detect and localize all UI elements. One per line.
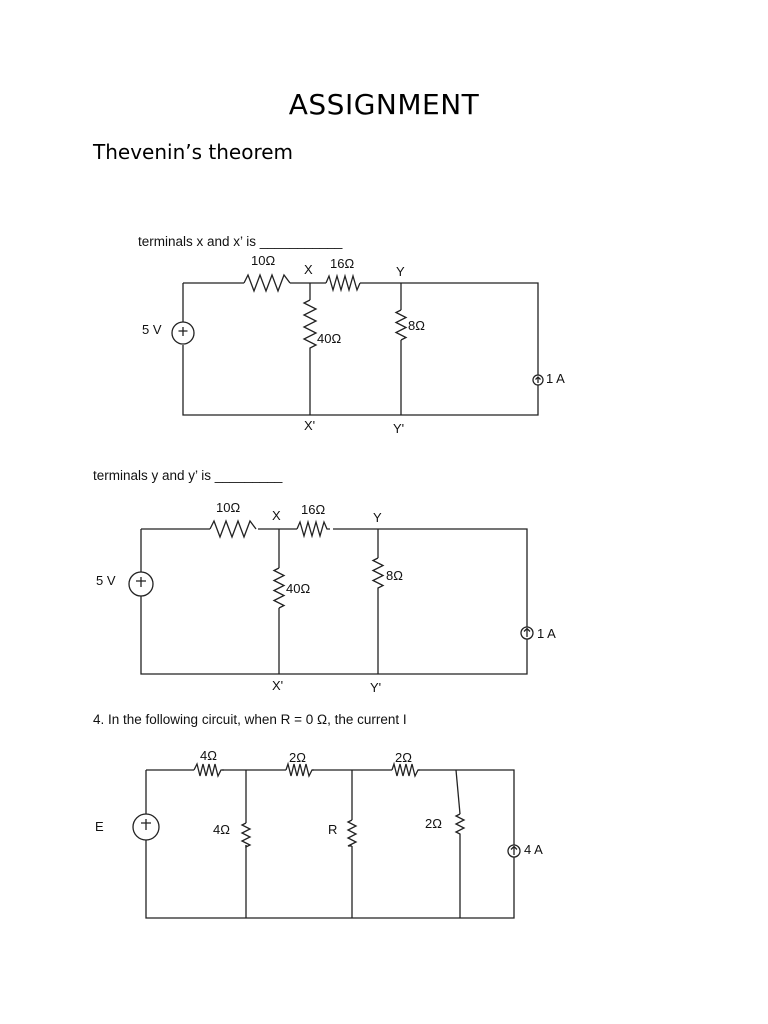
- circuit-1-question: terminals x and x’ is ___________: [138, 234, 343, 249]
- r-top-label: 16Ω: [301, 502, 325, 517]
- resistor-8-ohm: [394, 309, 408, 341]
- current-source: [532, 374, 544, 386]
- r-left-label: 10Ω: [251, 253, 275, 268]
- resistor-40-ohm: [272, 567, 286, 609]
- current-source-label: 4 A: [524, 842, 543, 857]
- node-y-prime-label: Y': [393, 421, 404, 436]
- node-x-label: X: [304, 262, 313, 277]
- r-left-label: 10Ω: [216, 500, 240, 515]
- r-shunt1-label: 4Ω: [213, 822, 230, 837]
- node-y-label: Y: [373, 510, 382, 525]
- resistor-top-3: [391, 761, 420, 778]
- r-top-label: 16Ω: [330, 256, 354, 271]
- node-x-prime-label: X': [272, 678, 283, 693]
- r-shunt3-label: 2Ω: [425, 816, 442, 831]
- circuit-1-wires: [182, 282, 539, 416]
- resistor-shunt-1: [240, 822, 252, 849]
- resistor-16-ohm: [325, 273, 361, 293]
- circuit-1-diagram: terminals x and x’ is ___________ 5 V 10…: [138, 234, 565, 436]
- node-y-prime-label: Y': [370, 680, 381, 695]
- r-right-label: 8Ω: [386, 568, 403, 583]
- circuit-3-diagram: 4. In the following circuit, when R = 0 …: [93, 712, 543, 919]
- resistor-40-ohm: [302, 299, 318, 350]
- circuit-2-diagram: terminals y and y’ is _________ 5 V 10Ω …: [93, 468, 556, 695]
- circuit-2-question: terminals y and y’ is _________: [93, 468, 283, 483]
- source-e-label: E: [95, 819, 104, 834]
- source-voltage-label: 5 V: [96, 573, 116, 588]
- current-source-label: 1 A: [546, 371, 565, 386]
- r-mid-label: 40Ω: [317, 331, 341, 346]
- resistor-8-ohm: [371, 557, 385, 590]
- r-right-label: 8Ω: [408, 318, 425, 333]
- section-subtitle: Thevenin’s theorem: [93, 140, 294, 164]
- resistor-shunt-3: [454, 813, 466, 836]
- resistor-10-ohm: [209, 519, 257, 539]
- page-title: ASSIGNMENT: [288, 88, 480, 121]
- resistor-shunt-r: [346, 819, 358, 847]
- voltage-source: [128, 571, 154, 597]
- circuit-3-wires: [145, 769, 515, 919]
- resistor-16-ohm: [296, 519, 330, 539]
- circuit-2-wires: [140, 528, 528, 675]
- resistor-10-ohm: [243, 273, 291, 293]
- current-source: [507, 844, 521, 858]
- voltage-source: [132, 813, 160, 841]
- circuit-3-question: 4. In the following circuit, when R = 0 …: [93, 712, 407, 727]
- r-shunt-r-label: R: [328, 822, 337, 837]
- current-source-label: 1 A: [537, 626, 556, 641]
- r-top1-label: 4Ω: [200, 748, 217, 763]
- node-x-prime-label: X': [304, 418, 315, 433]
- source-voltage-label: 5 V: [142, 322, 162, 337]
- r-top2-label: 2Ω: [289, 750, 306, 765]
- current-source: [520, 626, 534, 640]
- node-y-label: Y: [396, 264, 405, 279]
- resistor-top-1: [193, 762, 224, 778]
- voltage-source: [171, 321, 195, 345]
- resistor-top-2: [285, 761, 314, 778]
- r-mid-label: 40Ω: [286, 581, 310, 596]
- node-x-label: X: [272, 508, 281, 523]
- r-top3-label: 2Ω: [395, 750, 412, 765]
